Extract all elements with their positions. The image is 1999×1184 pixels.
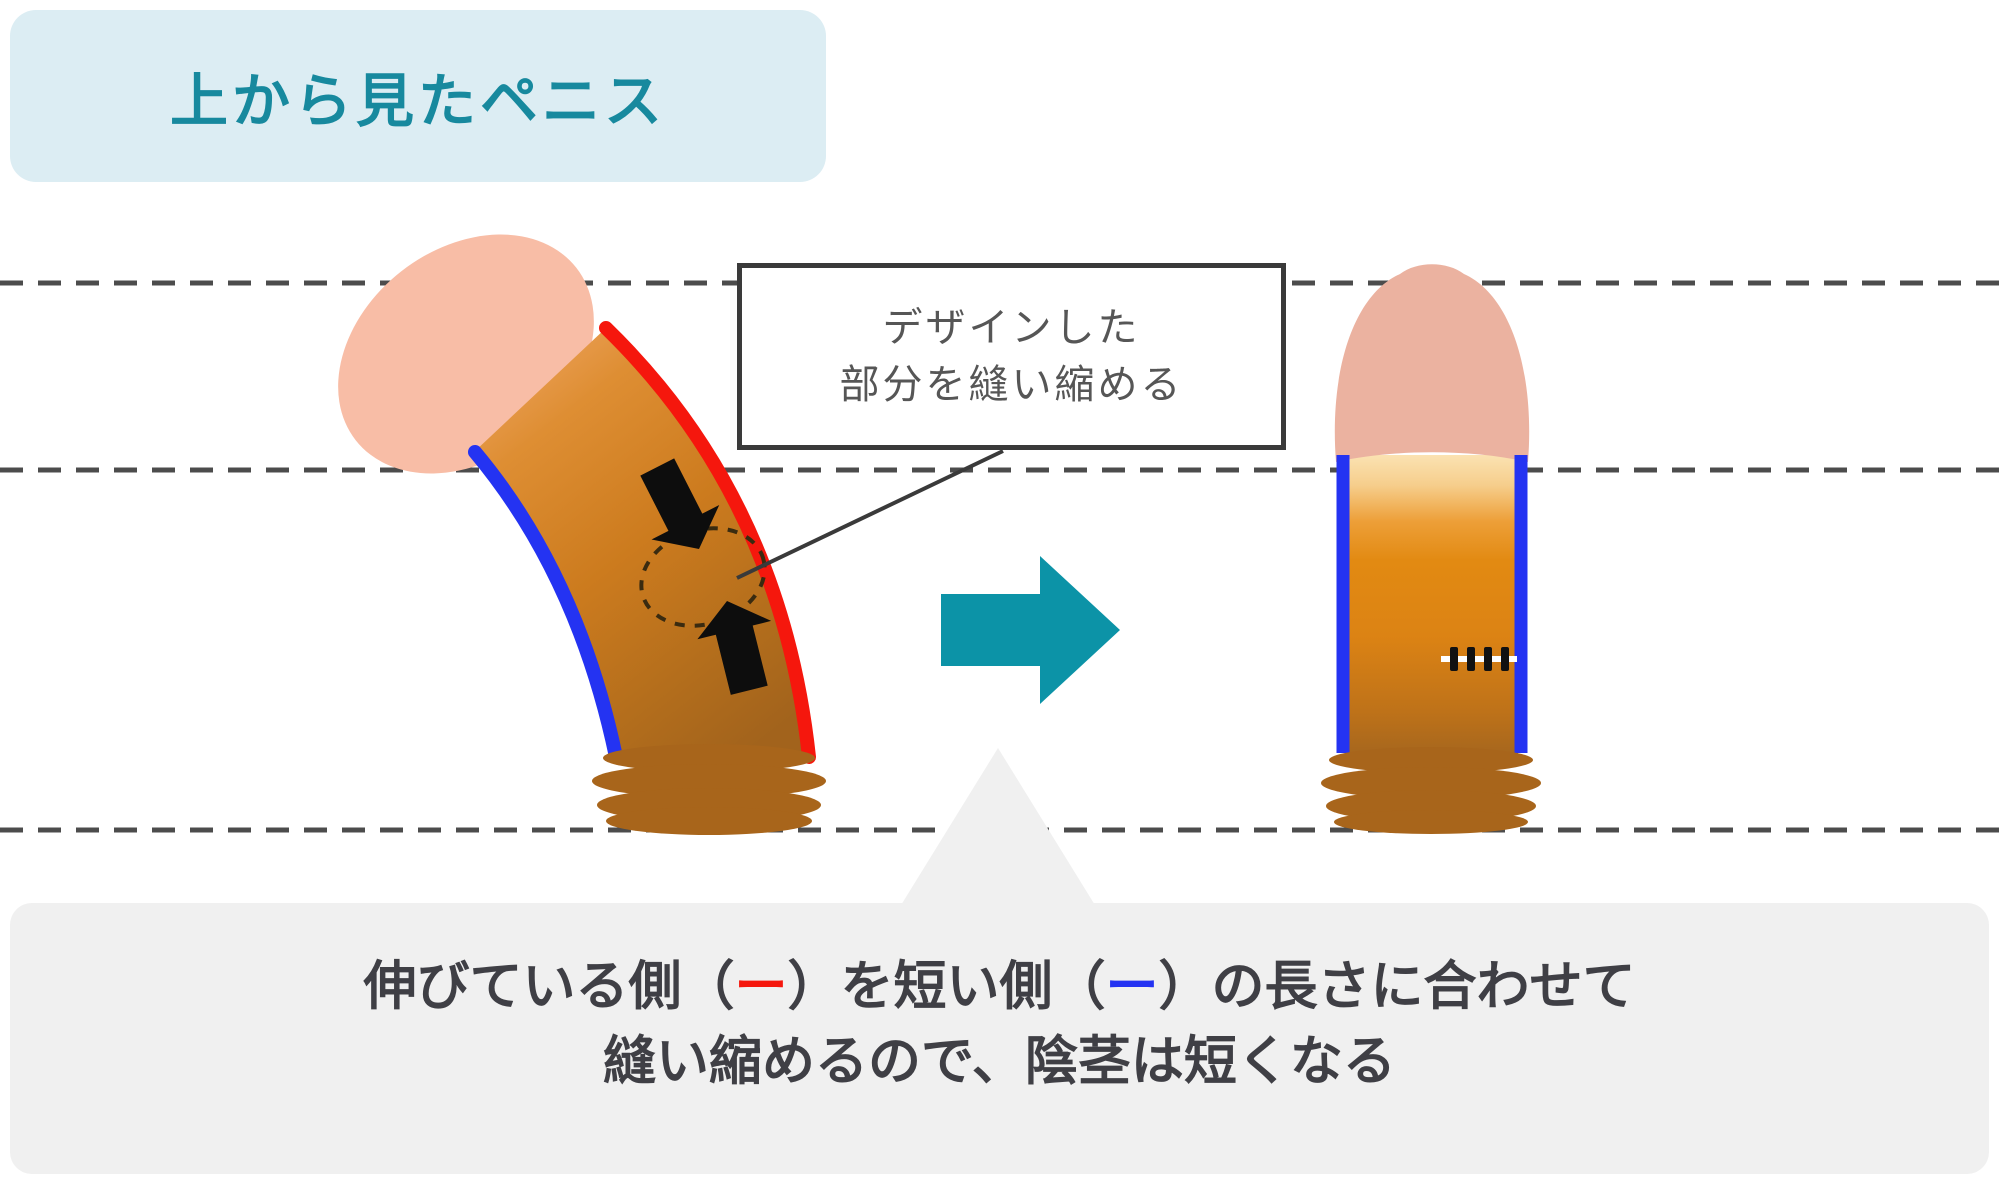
short-side-blue-line: [468, 445, 623, 764]
caption-pointer-triangle: [898, 748, 1098, 910]
penis-after-diagram: [1321, 264, 1541, 834]
title-box: 上から見たペニス: [10, 10, 826, 182]
annotation-line-2: 部分を縫い縮める: [839, 362, 1184, 407]
caption-part-1: 伸びている側（: [363, 957, 735, 1016]
page-title: 上から見たペニス: [169, 69, 666, 134]
annotation-line-1: デザインした: [882, 305, 1141, 350]
shaft-base-wrinkles-after: [1321, 747, 1541, 834]
shaft-after: [1346, 455, 1518, 757]
caption-line-2: 縫い縮めるので、陰茎は短くなる: [603, 1032, 1396, 1092]
pinch-arrow-up-icon: [697, 601, 772, 695]
caption-part-2: ）を短い側（: [787, 957, 1106, 1016]
blue-line-legend-dash: ー: [1105, 957, 1159, 1016]
caption-line-1: 伸びている側（ー）を短い側（ー）の長さに合わせて: [10, 949, 1989, 1024]
transform-arrow-icon: [941, 556, 1120, 704]
stretched-side-red-line: [599, 321, 816, 764]
red-line-legend-dash: ー: [734, 957, 788, 1016]
pinch-arrow-down-icon: [640, 458, 720, 549]
glans-after: [1334, 264, 1530, 462]
annotation-pointer-line: [736, 449, 1004, 580]
shaft-base-wrinkles-before: [592, 744, 826, 835]
penis-before-diagram: [338, 234, 826, 835]
caption-panel: 伸びている側（ー）を短い側（ー）の長さに合わせて 縫い縮めるので、陰茎は短くなる: [10, 903, 1989, 1174]
annotation-callout: デザインした 部分を縫い縮める: [737, 263, 1286, 450]
caption-part-3: ）の長さに合わせて: [1158, 957, 1636, 1016]
suture-stitches-icon: [1441, 647, 1517, 671]
